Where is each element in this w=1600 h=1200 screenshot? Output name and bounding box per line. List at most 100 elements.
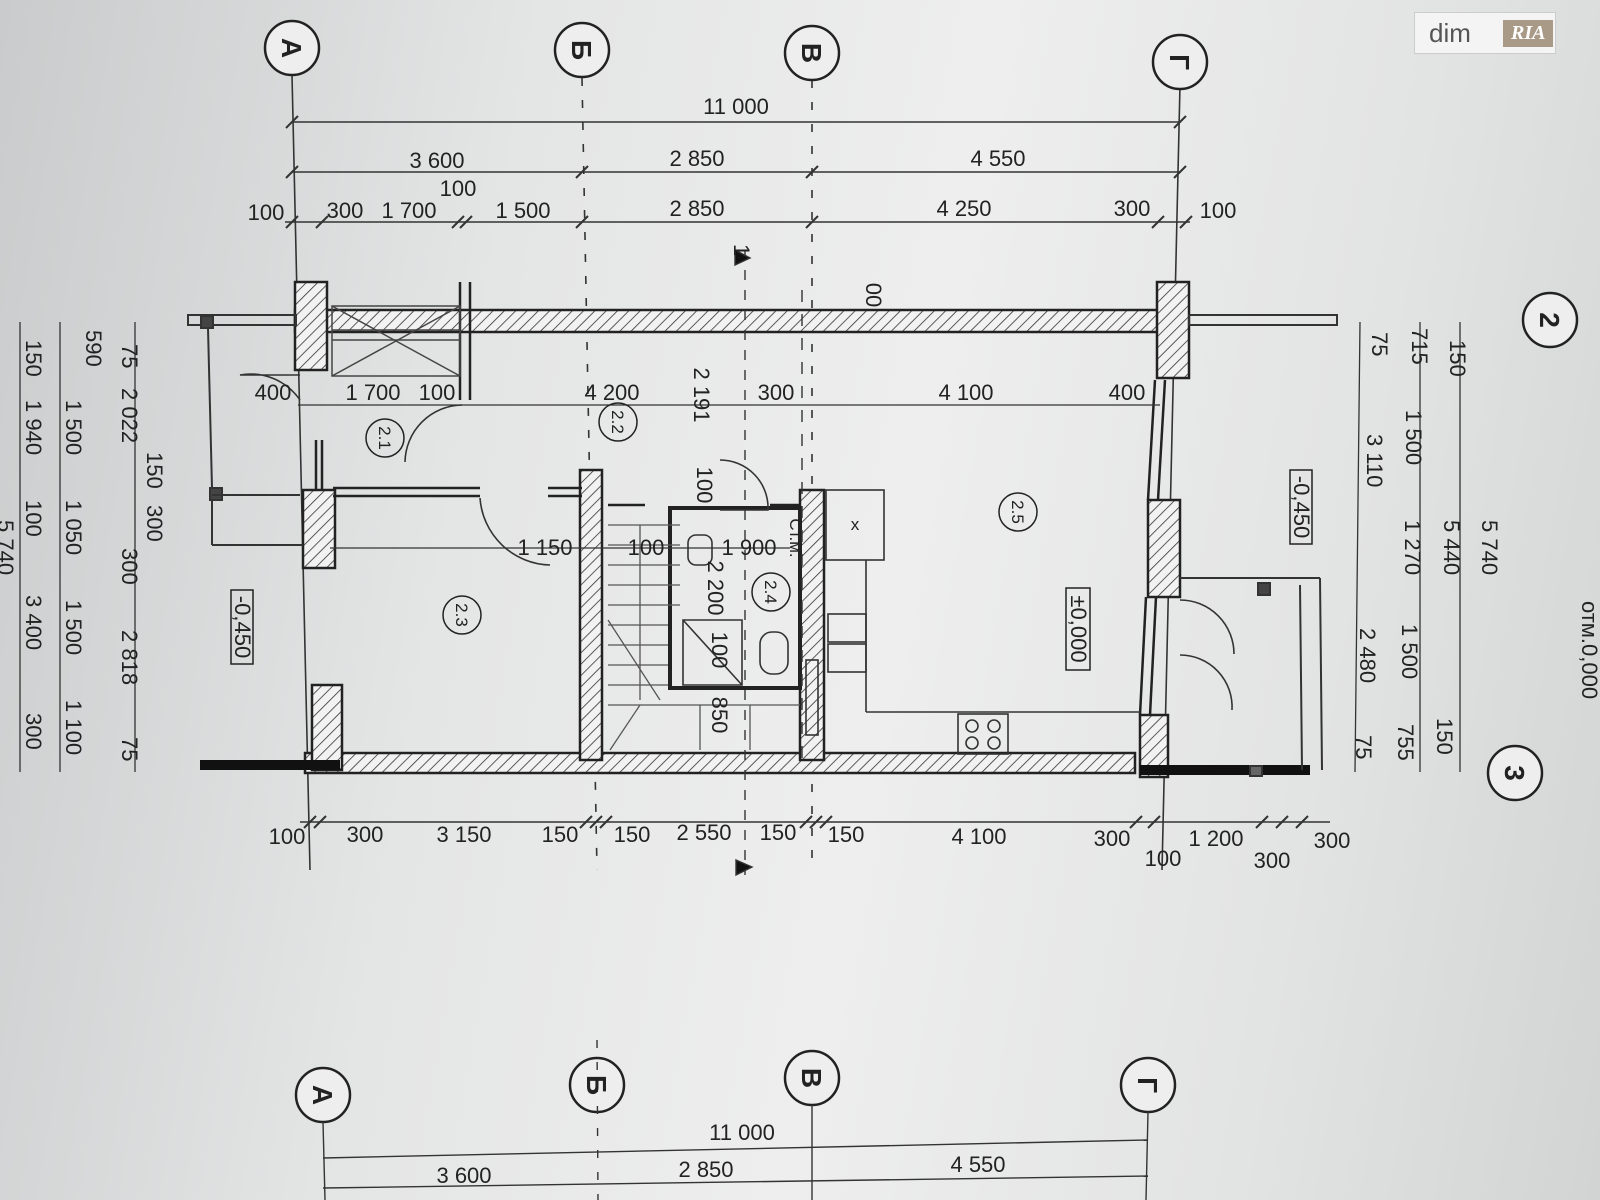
wall-right: [1155, 280, 1191, 380]
left-dim: 1 500: [61, 600, 86, 655]
cabinet: [827, 613, 867, 643]
axis-label-a: А: [276, 38, 307, 58]
interior-dim: 850: [707, 697, 732, 734]
level-box: [230, 589, 254, 665]
right-dim: 150: [1445, 340, 1470, 377]
room-label: 2.1: [375, 426, 394, 450]
toilet: [759, 631, 789, 675]
interior-dim: 1 700: [345, 380, 400, 405]
left-dim: 1 050: [61, 500, 86, 555]
level-box: [1289, 469, 1313, 545]
dimria-logo: dim RIA: [1414, 12, 1556, 54]
top-extra-dim: 100: [440, 176, 477, 201]
bottom-dim: 300: [347, 822, 384, 847]
lower-axis-label: А: [307, 1085, 338, 1105]
left-dim: 300: [21, 713, 46, 750]
top-bay-dim: 3 600: [409, 148, 464, 173]
bottom-dim: 4 100: [951, 824, 1006, 849]
door-swing: [404, 404, 463, 463]
axis-bubble-b: [553, 21, 611, 79]
bottom-dim: 100: [269, 824, 306, 849]
lower-total-dim: 11 000: [709, 1120, 775, 1145]
staircase: [607, 524, 800, 751]
level-mark: -0,450: [230, 596, 255, 658]
bottom-dim: 300: [1254, 848, 1291, 873]
logo-badge: RIA: [1503, 19, 1554, 47]
door-swing: [1179, 654, 1233, 711]
left-dim: 150: [142, 452, 167, 489]
lower-bay-dim: 4 550: [950, 1152, 1005, 1177]
lower-axis-label: Г: [1132, 1077, 1163, 1093]
wall-bottom: [303, 751, 1137, 775]
top-dimension-lines: [285, 115, 1193, 229]
appliance: [825, 489, 885, 561]
left-dim: 1 940: [21, 400, 46, 455]
right-dim: 1 500: [1401, 410, 1426, 465]
section-mark: 1: [729, 244, 754, 256]
interior-dim: 100: [707, 632, 732, 669]
sink: [687, 534, 713, 566]
right-dim: 755: [1393, 724, 1418, 761]
axis-label-3: 3: [1499, 765, 1530, 781]
partial-note: отм.0,000: [1577, 601, 1600, 699]
right-dim: 2 480: [1355, 628, 1380, 683]
external-wall: [1188, 314, 1338, 326]
bottom-dim: 100: [1145, 846, 1182, 871]
left-dim: 300: [142, 505, 167, 542]
bottom-dim: 300: [1314, 828, 1351, 853]
lower-bay-dim: 2 850: [678, 1157, 733, 1182]
top-detail-dim: 1 500: [495, 198, 550, 223]
level-box: [1065, 587, 1091, 671]
level-mark: ±0,000: [1066, 595, 1091, 662]
level-mark: -0,450: [1289, 476, 1314, 538]
lower-axis-label: Б: [581, 1075, 612, 1095]
room-label: 2.3: [452, 603, 471, 627]
axis-label-v: В: [796, 43, 827, 63]
interior-dim: 00: [861, 283, 886, 307]
lower-plan: [294, 1049, 1177, 1124]
left-dim: 590: [81, 330, 106, 367]
left-dim: 5 740: [0, 520, 18, 575]
bottom-dim: 150: [614, 822, 651, 847]
right-dim: 1 270: [1400, 520, 1425, 575]
room-label: 2.4: [761, 580, 780, 604]
bottom-dim: 150: [760, 820, 797, 845]
top-bay-dim: 4 550: [970, 146, 1025, 171]
right-dim: 5 740: [1477, 520, 1502, 575]
stove: [957, 713, 1009, 755]
interior-dim: 400: [1109, 380, 1146, 405]
axis-bubble-2: [1521, 291, 1579, 349]
interior-dim: 2 191: [689, 367, 714, 422]
top-detail-dim: 300: [327, 198, 364, 223]
wall-left: [293, 280, 329, 372]
left-dim: 2 022: [117, 388, 142, 443]
interior-dim: 4 100: [938, 380, 993, 405]
axis-line-a: [291, 74, 311, 871]
bottom-dim: 2 550: [676, 820, 731, 845]
interior-dim: 100: [628, 535, 665, 560]
room-label: 2.2: [608, 410, 627, 434]
interior-dim: 2 200: [703, 560, 728, 615]
right-dim: 1 500: [1397, 624, 1422, 679]
wall-left: [301, 488, 337, 570]
door-swing: [1179, 599, 1235, 655]
right-dim: 5 440: [1439, 520, 1464, 575]
door-swing: [479, 497, 551, 566]
room-tags: [365, 402, 1038, 635]
top-total-dim: 11 000: [703, 94, 769, 119]
left-dim: 2 818: [117, 630, 142, 685]
door-swings: [239, 373, 1235, 711]
top-detail-dim: 300: [1114, 196, 1151, 221]
axis-bubble-g: [1151, 33, 1209, 91]
walls: [293, 280, 1191, 779]
right-dim: 715: [1407, 328, 1432, 365]
interior-dim: 400: [255, 380, 292, 405]
bottom-dim: 150: [828, 822, 865, 847]
top-bay-dim: 2 850: [669, 146, 724, 171]
top-detail-dim: 4 250: [936, 196, 991, 221]
top-detail-dim: 100: [248, 200, 285, 225]
wc-mark: Ст.м.: [786, 518, 805, 557]
interior-dim: 100: [419, 380, 456, 405]
interior-dim: 100: [692, 467, 717, 504]
